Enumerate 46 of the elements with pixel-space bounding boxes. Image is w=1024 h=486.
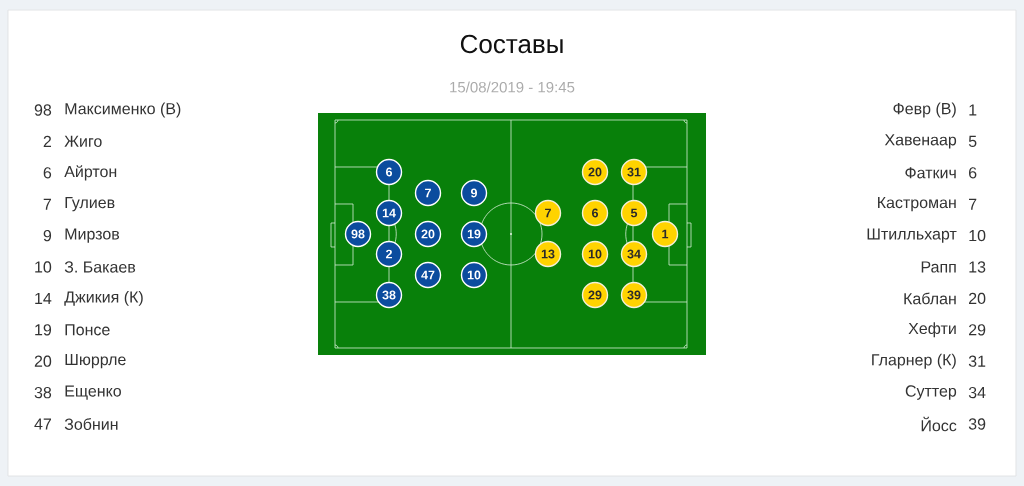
- shirt-number: 6: [43, 167, 52, 179]
- shirt-number: 47: [34, 418, 51, 430]
- player-name: Фаткич: [905, 167, 956, 179]
- player-name: Гларнер (К): [872, 353, 956, 369]
- player-name: Мирзов: [65, 228, 120, 243]
- shirt-number: 31: [968, 355, 986, 367]
- player-name: Шюррле: [65, 354, 126, 369]
- player-name: Понсе: [65, 324, 110, 336]
- match-date: 15/08/2019 - 19:45: [450, 81, 575, 93]
- player-name: З. Бакаев: [64, 261, 136, 273]
- player-name: Джикия (К): [64, 290, 143, 306]
- shirt-number: 7: [969, 198, 977, 210]
- player-name: Каблан: [904, 292, 956, 305]
- shirt-number: 14: [35, 292, 52, 304]
- shirt-number: 5: [968, 135, 977, 147]
- shirt-number: 20: [969, 292, 986, 305]
- player-name: Жиго: [64, 135, 102, 147]
- player-name: Кастроман: [878, 197, 956, 212]
- shirt-number: 1: [969, 104, 977, 116]
- player-name: Айртон: [64, 165, 117, 181]
- shirt-number: 19: [35, 324, 52, 336]
- shirt-number: 38: [34, 386, 52, 399]
- player-name: Хефти: [908, 322, 956, 338]
- shirt-number: 7: [43, 198, 51, 210]
- player-name: Хавенаар: [884, 134, 957, 149]
- player-name: Гулиев: [65, 197, 115, 212]
- player-name: Зобнин: [64, 418, 118, 430]
- shirt-number: 13: [969, 261, 986, 273]
- player-name: Суттер: [905, 385, 957, 400]
- player-name: Максименко (В): [65, 102, 181, 118]
- shirt-number: 10: [969, 229, 986, 242]
- shirt-number: 6: [969, 167, 977, 179]
- shirt-number: 98: [34, 104, 52, 116]
- player-name: Йосс: [921, 416, 957, 432]
- shirt-number: 10: [35, 261, 52, 273]
- player-name: Рапп: [921, 261, 956, 273]
- player-name: Февр (В): [893, 102, 956, 118]
- player-name: Ещенко: [65, 385, 121, 400]
- shirt-number: 9: [43, 229, 52, 242]
- shirt-number: 2: [43, 135, 51, 147]
- shirt-number: 39: [968, 418, 986, 430]
- shirt-number: 20: [34, 355, 52, 367]
- shirt-number: 29: [969, 324, 986, 336]
- shirt-number: 34: [968, 386, 986, 399]
- title: Составы: [460, 34, 563, 54]
- player-name: Штилльхарт: [867, 228, 957, 243]
